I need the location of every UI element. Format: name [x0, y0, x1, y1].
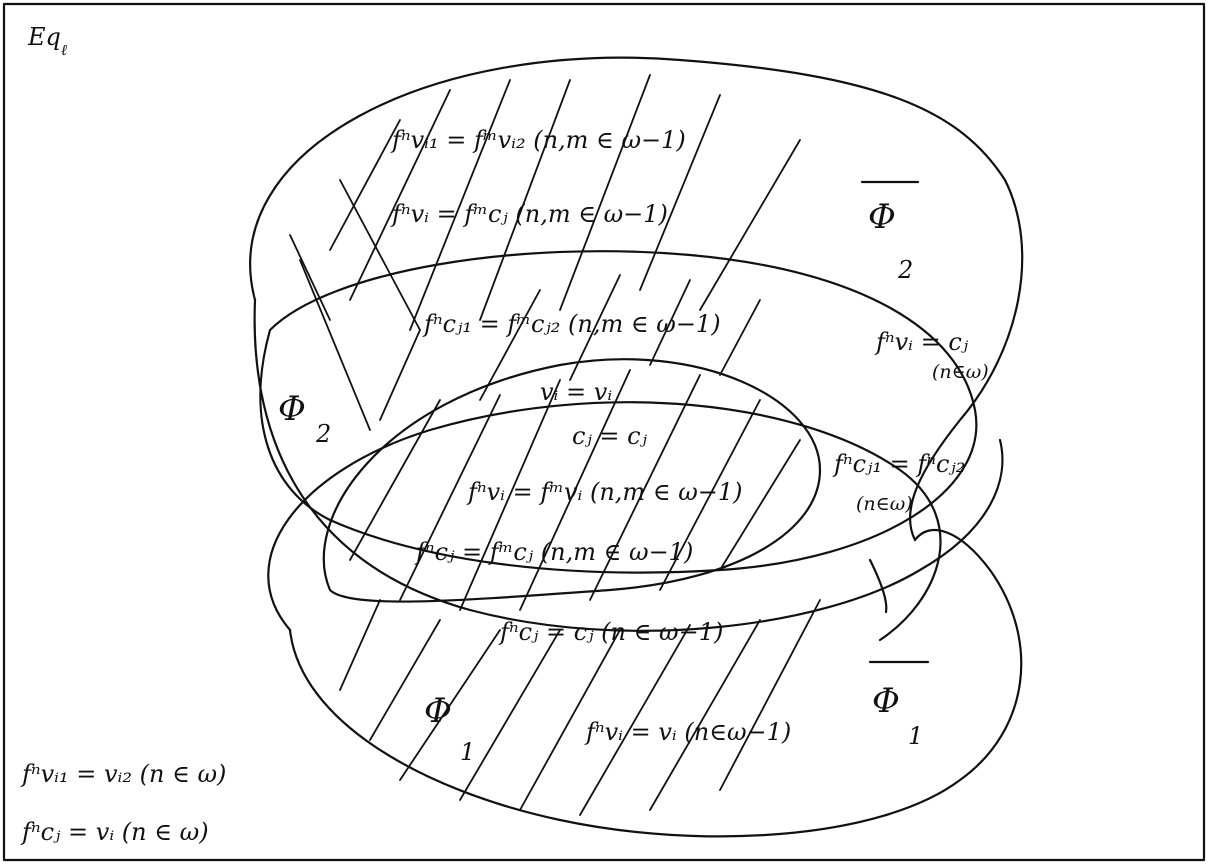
equation: fⁿvᵢ₁ = fᵐvᵢ₂ (n,m ∈ ω−1)	[390, 126, 686, 154]
equation: fⁿcⱼ₁ = fᵐcⱼ₂ (n,m ∈ ω−1)	[422, 310, 721, 338]
region-phi-bar-1-boundary	[288, 528, 1023, 838]
region-phi-2-boundary	[253, 298, 1004, 632]
svg-text:Φ: Φ	[424, 691, 452, 731]
equation: cⱼ = cⱼ	[572, 422, 648, 450]
equation: fⁿvᵢ = fᵐvᵢ (n,m ∈ ω−1)	[466, 478, 743, 506]
svg-text:2: 2	[897, 256, 913, 284]
svg-text:2: 2	[315, 420, 331, 448]
equation: fⁿcⱼ₁ = fⁿcⱼ₂	[832, 450, 965, 478]
equation: fⁿvᵢ = cⱼ	[874, 328, 969, 356]
hatch-lines	[289, 74, 821, 816]
middle-ring-outer	[259, 250, 978, 574]
region-label-phi-bar-2: Φ 2	[860, 180, 920, 284]
svg-text:Φ: Φ	[868, 197, 896, 237]
equation: (n∈ω)	[932, 361, 989, 383]
svg-text:Φ: Φ	[278, 389, 306, 429]
region-phi-1-boundary	[267, 401, 942, 642]
region-label-phi-1: Φ 1	[424, 691, 475, 766]
equation: fⁿcⱼ = fᵐcⱼ (n,m ∈ ω−1)	[414, 538, 693, 566]
inner-ellipse	[322, 358, 822, 603]
equation: vᵢ = vᵢ	[540, 378, 612, 406]
svg-text:1: 1	[908, 722, 923, 750]
region-phi-bar-2-boundary	[249, 56, 1024, 542]
equation: fⁿcⱼ = vᵢ (n ∈ ω)	[20, 818, 209, 846]
equation: fⁿvᵢ = vᵢ (n∈ω−1)	[584, 718, 791, 746]
frame-label: Eqℓ	[27, 23, 67, 59]
region-label-phi-bar-1: Φ 1	[868, 660, 930, 750]
equation: fⁿvᵢ = fᵐcⱼ (n,m ∈ ω−1)	[390, 200, 668, 228]
equation: fⁿvᵢ₁ = vᵢ₂ (n ∈ ω)	[20, 760, 226, 788]
svg-text:Φ: Φ	[872, 681, 900, 721]
equation: fⁿcⱼ = cⱼ (n ∈ ω−1)	[498, 618, 723, 646]
svg-text:1: 1	[460, 738, 475, 766]
spur-line	[868, 558, 888, 614]
region-label-phi-2: Φ 2	[278, 389, 331, 448]
equation: (n∈ω)	[856, 493, 913, 515]
